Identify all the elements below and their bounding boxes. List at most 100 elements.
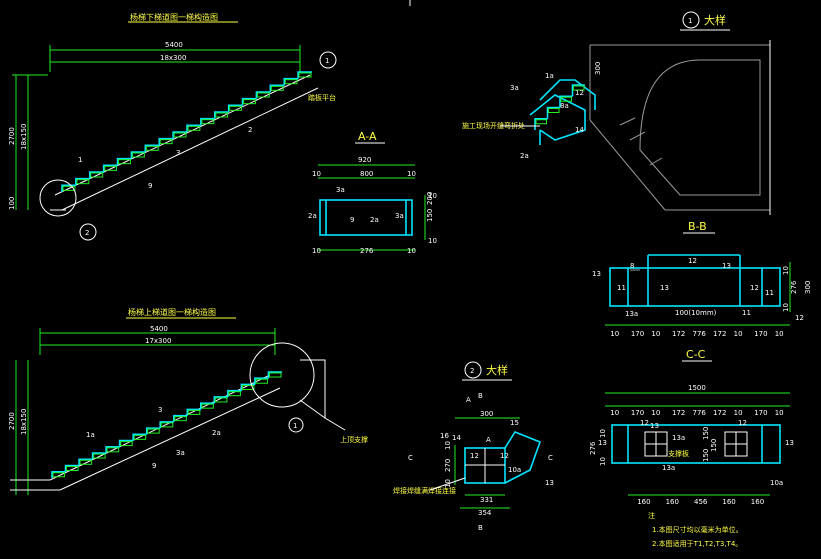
bottom-circle-ref: 1 bbox=[293, 422, 297, 430]
stair-tread bbox=[172, 414, 188, 422]
tread-plate bbox=[52, 472, 66, 478]
detail2-title: 大样 bbox=[486, 363, 508, 377]
aa-dim-left: 10 bbox=[312, 170, 321, 178]
tread-plate bbox=[560, 96, 572, 102]
dimension-label: 160 bbox=[751, 498, 764, 506]
tread-plate bbox=[284, 79, 298, 85]
stair-tread bbox=[571, 84, 585, 97]
cc-dim-l2: 276 bbox=[589, 441, 597, 455]
detail2-label-12b: 12 bbox=[500, 452, 509, 460]
tread-plate bbox=[76, 179, 90, 185]
tread-plate bbox=[548, 108, 560, 113]
bb-label-8: 8 bbox=[630, 262, 634, 270]
detail2-label-b2: B bbox=[478, 524, 483, 532]
cc-label-12b: 12 bbox=[738, 419, 747, 427]
stair-tread bbox=[255, 91, 271, 99]
bottom-callout-3: 3 bbox=[158, 406, 162, 414]
detail2-note: 焊接焊缝满焊接连接 bbox=[393, 486, 456, 495]
detail1-label-3a: 3a bbox=[510, 84, 519, 92]
cc-inner-2: 150 bbox=[702, 449, 710, 462]
top-callout-1: 1 bbox=[78, 156, 82, 164]
cc-inner-1: 150 bbox=[702, 427, 710, 440]
section-aa: A-A 920 800 10 10 10 276 10 200 150 10 1… bbox=[308, 130, 437, 255]
dimension-label: 170 bbox=[754, 409, 767, 417]
dimension-label: 170 bbox=[631, 409, 644, 417]
cc-dim-total: 1500 bbox=[688, 384, 706, 392]
tread-plate bbox=[66, 466, 79, 472]
bb-label-13: 13 bbox=[592, 270, 601, 278]
detail2-dim-331: 331 bbox=[480, 496, 493, 504]
stair-tread bbox=[200, 117, 215, 126]
bb-label-13b: 13 bbox=[722, 262, 731, 270]
stair-tread bbox=[88, 171, 104, 179]
top-dim-sub: 18x300 bbox=[160, 54, 186, 62]
aa-label-2a: 2a bbox=[370, 216, 379, 224]
aa-dim-b3: 10 bbox=[407, 247, 416, 255]
top-circle-ref-2: 1 bbox=[325, 57, 329, 65]
detail2-label-12: 12 bbox=[470, 452, 479, 460]
aa-dim-b1: 10 bbox=[312, 247, 321, 255]
detail2-label-13: 13 bbox=[545, 479, 554, 487]
stair-tread bbox=[240, 383, 255, 391]
aa-label-2a-2: 2a bbox=[308, 212, 317, 220]
tread-plate bbox=[214, 397, 228, 403]
aa-dim-920: 920 bbox=[358, 156, 371, 164]
top-dim-height: 2700 bbox=[8, 127, 16, 145]
bb-dim-r2: 276 bbox=[790, 280, 798, 294]
bb-label-11b: 11 bbox=[765, 289, 774, 297]
tread-plate bbox=[229, 105, 243, 111]
section-cc-title: C-C bbox=[686, 348, 706, 361]
dimension-label: 10 bbox=[651, 330, 660, 338]
stair-tread bbox=[186, 124, 201, 132]
dimension-label: 10 bbox=[775, 330, 784, 338]
detail-2: 2 大样 300 15 10 270 10 331 354 A A B B C … bbox=[393, 361, 554, 532]
tread-plate bbox=[187, 409, 201, 415]
tread-plate bbox=[174, 416, 187, 422]
top-stair-title: 杨梯下梯道图一梯构造图 bbox=[130, 12, 218, 22]
top-stair-elevation: 杨梯下梯道图一梯构造图 5400 18x300 2700 18x150 100 … bbox=[8, 12, 337, 241]
tread-plate bbox=[104, 165, 118, 171]
stair-tread bbox=[118, 439, 134, 447]
dimension-label: 10 bbox=[651, 409, 660, 417]
tread-plate bbox=[255, 378, 268, 384]
dimension-label: 170 bbox=[754, 330, 767, 338]
aa-dim-right: 10 bbox=[407, 170, 416, 178]
stair-tread bbox=[546, 106, 560, 119]
bottom-stair-elevation: 杨梯上梯道图一梯构造图 5400 17x300 2700 18x150 1 上顶… bbox=[8, 307, 368, 495]
tread-plate bbox=[243, 99, 256, 105]
detail2-label-a1: A bbox=[466, 396, 471, 404]
tread-plate bbox=[298, 72, 312, 78]
stair-tread bbox=[105, 446, 120, 454]
dimension-label: 172 bbox=[713, 409, 726, 417]
dimension-label: 456 bbox=[694, 498, 708, 506]
tread-plate bbox=[120, 441, 133, 447]
bb-dim-r3: 10 bbox=[782, 303, 790, 312]
bb-label-12b: 12 bbox=[750, 284, 759, 292]
tread-plate bbox=[270, 85, 284, 91]
detail1-label-12: 12 bbox=[575, 89, 584, 97]
top-dim-total: 5400 bbox=[165, 41, 183, 49]
tread-plate bbox=[147, 428, 160, 434]
bb-label-11c: 11 bbox=[742, 309, 751, 317]
cc-label-13a: 13a bbox=[672, 434, 685, 442]
dimension-label: 10 bbox=[775, 409, 784, 417]
tread-plate bbox=[201, 403, 214, 409]
stair-tread bbox=[213, 396, 228, 404]
dimension-label: 160 bbox=[666, 498, 679, 506]
aa-dim-r3: 10 bbox=[428, 192, 437, 200]
stair-tread bbox=[159, 421, 174, 429]
aa-dim-b2: 276 bbox=[360, 247, 374, 255]
tread-plate bbox=[535, 119, 547, 125]
bottom-callout-9: 9 bbox=[152, 462, 156, 470]
stair-tread bbox=[267, 371, 282, 379]
top-note: 踏板平台 bbox=[308, 93, 336, 102]
aa-dim-800: 800 bbox=[360, 170, 373, 178]
stair-tread bbox=[297, 71, 312, 79]
tread-plate bbox=[268, 372, 282, 378]
detail1-note: 施工现场开缝弯折处 bbox=[462, 121, 525, 130]
top-circle-ref: 2 bbox=[85, 229, 89, 237]
detail1-label-1a: 1a bbox=[545, 72, 554, 80]
